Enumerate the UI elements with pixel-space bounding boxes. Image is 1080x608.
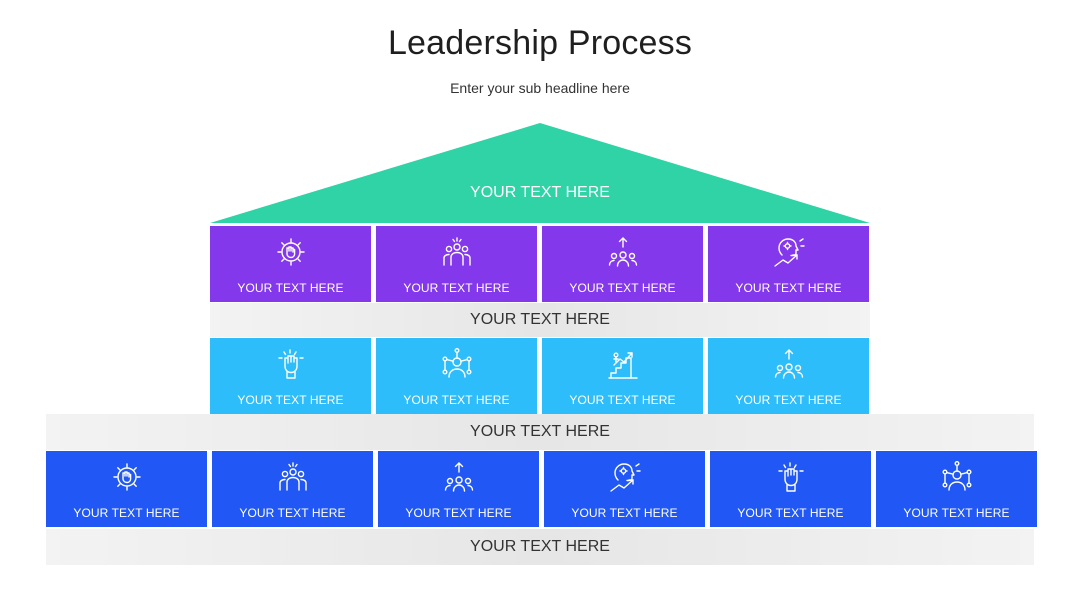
tier-2-cell-label: YOUR TEXT HERE	[735, 393, 842, 407]
tier-2-cell-label: YOUR TEXT HERE	[237, 393, 344, 407]
tier-3-cell: YOUR TEXT HERE	[378, 451, 539, 527]
tier-2-cell-label: YOUR TEXT HERE	[403, 393, 510, 407]
tier-3-band: YOUR TEXT HERE	[46, 529, 1034, 565]
team-icon	[440, 235, 474, 269]
tier-2-cell: YOUR TEXT HERE	[376, 338, 537, 414]
gear-fist-icon	[110, 460, 144, 494]
group-arrow-up-icon	[606, 235, 640, 269]
team-icon	[276, 460, 310, 494]
head-growth-icon	[608, 460, 642, 494]
tier-2-cell: YOUR TEXT HERE	[542, 338, 703, 414]
tier-2-cell: YOUR TEXT HERE	[210, 338, 371, 414]
tier-1-cell-label: YOUR TEXT HERE	[403, 281, 510, 295]
tier-1-cell-label: YOUR TEXT HERE	[569, 281, 676, 295]
raised-fist-icon	[774, 460, 808, 494]
tier-1-cell-label: YOUR TEXT HERE	[735, 281, 842, 295]
tier-1-cell-label: YOUR TEXT HERE	[237, 281, 344, 295]
tier-1-row: YOUR TEXT HERE YOUR TEXT HERE YOUR TEXT HE…	[210, 226, 869, 302]
roof-triangle	[210, 123, 870, 223]
tier-3-cell: YOUR TEXT HERE	[710, 451, 871, 527]
tier-3-cell: YOUR TEXT HERE	[46, 451, 207, 527]
raised-fist-icon	[274, 347, 308, 381]
tier-1-cell: YOUR TEXT HERE	[210, 226, 371, 302]
slide-subtitle: Enter your sub headline here	[450, 80, 630, 96]
group-arrow-up-icon	[442, 460, 476, 494]
network-person-icon	[440, 347, 474, 381]
slide-title: Leadership Process	[387, 24, 693, 62]
group-arrow-up-icon	[772, 347, 806, 381]
tier-3-cell-label: YOUR TEXT HERE	[903, 506, 1010, 520]
tier-2-cell: YOUR TEXT HERE	[708, 338, 869, 414]
tier-2-cell-label: YOUR TEXT HERE	[569, 393, 676, 407]
tier-3-cell-label: YOUR TEXT HERE	[571, 506, 678, 520]
tier-1-band: YOUR TEXT HERE	[210, 303, 870, 337]
tier-3-cell: YOUR TEXT HERE	[876, 451, 1037, 527]
tier-1-cell: YOUR TEXT HERE	[708, 226, 869, 302]
tier-3-row: YOUR TEXT HERE YOUR TEXT HERE YOUR TEXT HE…	[46, 451, 1037, 527]
tier-1-cell: YOUR TEXT HERE	[376, 226, 537, 302]
tier-2-row: YOUR TEXT HERE YOUR TEXT HERE YOUR TEXT HE…	[210, 338, 869, 414]
tier-3-cell-label: YOUR TEXT HERE	[405, 506, 512, 520]
stairs-growth-icon	[606, 347, 640, 381]
tier-2-band: YOUR TEXT HERE	[46, 414, 1034, 450]
tier-1-cell: YOUR TEXT HERE	[542, 226, 703, 302]
tier-3-cell-label: YOUR TEXT HERE	[73, 506, 180, 520]
roof-label: YOUR TEXT HERE	[470, 184, 610, 201]
tier-3-cell: YOUR TEXT HERE	[212, 451, 373, 527]
tier-3-cell-label: YOUR TEXT HERE	[239, 506, 346, 520]
tier-3-cell-label: YOUR TEXT HERE	[737, 506, 844, 520]
gear-fist-icon	[274, 235, 308, 269]
network-person-icon	[940, 460, 974, 494]
tier-3-cell: YOUR TEXT HERE	[544, 451, 705, 527]
head-growth-icon	[772, 235, 806, 269]
